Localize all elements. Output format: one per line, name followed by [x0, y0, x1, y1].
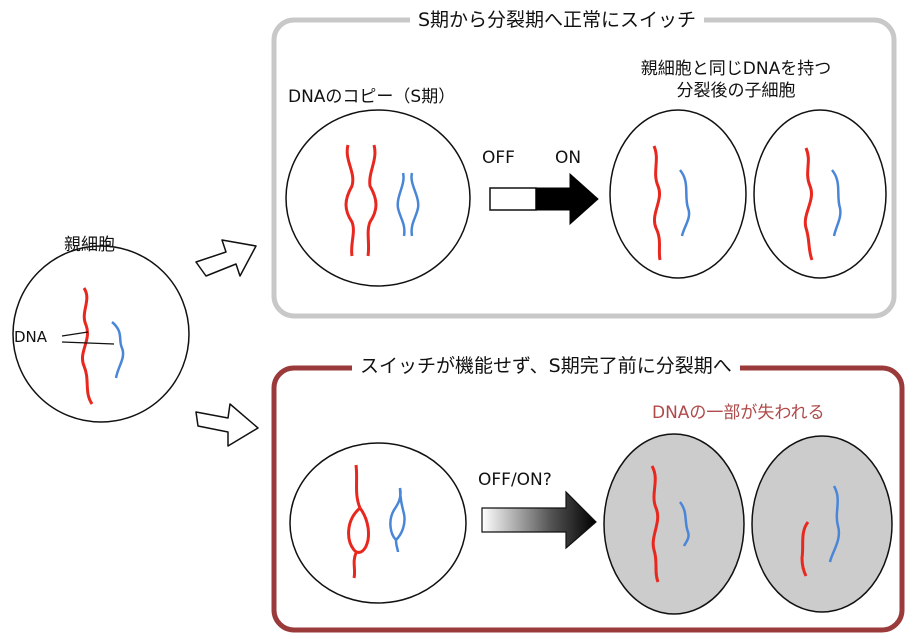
s-phase-dna-blue-left — [396, 172, 406, 237]
top-panel-title: S期から分裂期へ正常にスイッチ — [410, 8, 705, 32]
daughter-cell-left — [609, 109, 747, 279]
daughter-left-dna-blue — [678, 169, 691, 237]
daughter-label-line2: 分裂後の子細胞 — [676, 81, 796, 101]
switch-on-arrow — [535, 172, 599, 226]
daughter-cell-right — [753, 109, 887, 279]
lost-dna-cell-left — [603, 433, 745, 615]
switch-off-segment — [489, 187, 537, 211]
uncertain-switch-arrow — [481, 490, 597, 550]
uncertain-switch-label: OFF/ON? — [478, 470, 552, 490]
open-arrow-lower — [195, 403, 259, 447]
parent-dna-blue — [111, 321, 125, 379]
lost-left-dna-blue — [678, 501, 690, 547]
lost-left-dna-red — [650, 465, 660, 583]
s-phase-dna-red-right — [366, 144, 378, 257]
lost-dna-cell-right — [751, 435, 893, 613]
lost-right-dna-red — [800, 521, 810, 577]
daughter-left-dna-red — [652, 145, 662, 261]
incomplete-dna-red-bottom — [352, 552, 358, 579]
parent-cell — [12, 245, 190, 423]
bottom-panel-title: スイッチが機能せず、S期完了前に分裂期へ — [352, 354, 740, 378]
incomplete-dna-red-bubble — [347, 506, 370, 554]
s-phase-copy-label: DNAのコピー（S期） — [288, 87, 456, 107]
s-phase-dna-blue-right — [410, 172, 420, 237]
open-arrow-upper — [195, 239, 257, 277]
dna-pointer-line — [61, 331, 89, 337]
lost-right-dna-blue — [828, 485, 841, 563]
dna-label: DNA — [14, 328, 48, 346]
incomplete-dna-red-top — [354, 464, 362, 509]
daughter-label-line1: 親細胞と同じDNAを持つ — [640, 59, 832, 79]
incomplete-copy-cell — [289, 442, 467, 604]
s-phase-cell — [285, 109, 471, 287]
daughter-right-dna-blue — [830, 169, 842, 237]
switch-off-label: OFF — [482, 148, 515, 168]
switch-on-label: ON — [555, 148, 582, 168]
daughter-right-dna-red — [803, 147, 814, 261]
dna-pointer-line — [61, 341, 115, 345]
parent-dna-red — [81, 287, 94, 405]
incomplete-dna-blue — [389, 487, 406, 553]
parent-cell-title: 親細胞 — [64, 235, 115, 255]
dna-loss-label: DNAの一部が失われる — [652, 403, 825, 423]
s-phase-dna-red-left — [344, 144, 355, 257]
